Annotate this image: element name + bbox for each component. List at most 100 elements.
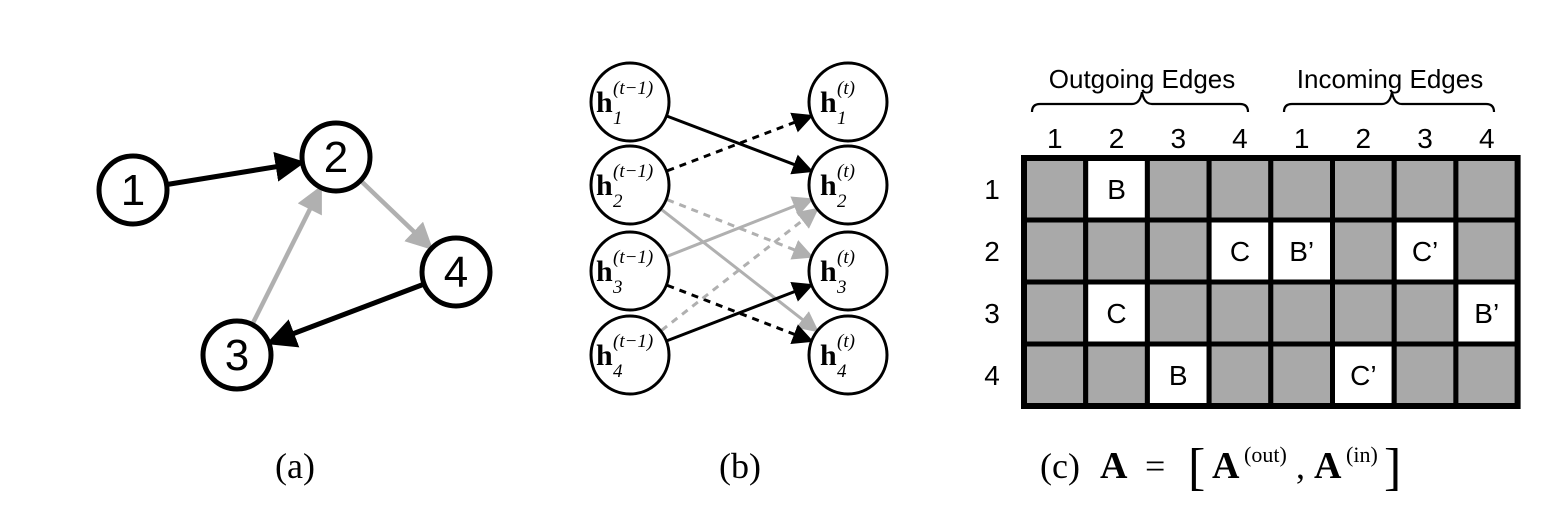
propagation-edge-2-to-4 [660, 208, 819, 333]
outgoing-brace [1030, 91, 1250, 113]
hidden-state-symbol: h [596, 339, 613, 372]
matrix-cell: B’ [1453, 279, 1521, 347]
matrix-cell: C’ [1330, 341, 1397, 409]
graph-edge-1-to-2 [168, 151, 306, 187]
hidden-state-symbol: h [820, 169, 837, 202]
matrix-cell [1453, 217, 1521, 285]
graph-node-3: 3 [200, 318, 274, 392]
matrix-cell [1330, 217, 1397, 285]
row-label: 2 [984, 236, 1000, 267]
panel-c-adjacency-matrix: Outgoing Edges Incoming Edges 1 2 3 4 1 2 3 4 1… [984, 64, 1521, 496]
matrix-cell-value: C’ [1350, 360, 1376, 391]
panel-a-edges [168, 151, 434, 348]
caption-in-superscript: (in) [1346, 442, 1378, 467]
matrix-cell: C’ [1391, 217, 1459, 285]
matrix-cell: C [1083, 279, 1150, 347]
matrix-cell [1021, 217, 1089, 285]
column-label: 3 [1417, 123, 1433, 154]
hidden-state-subscript: 4 [837, 361, 847, 382]
propagation-edge-3-to-2 [666, 196, 814, 258]
column-label: 1 [1047, 123, 1063, 154]
hidden-state-superscript: (t) [837, 78, 855, 99]
matrix-cell-value: C [1230, 236, 1250, 267]
matrix-cell [1083, 341, 1150, 409]
panel-b-caption: (b) [719, 446, 761, 486]
matrix-cell [1268, 155, 1336, 223]
matrix-cell [1330, 279, 1397, 347]
matrix-cell [1268, 279, 1336, 347]
matrix-cell [1083, 217, 1150, 285]
column-label: 1 [1294, 123, 1310, 154]
matrix-border [1021, 155, 1521, 409]
hidden-state-superscript: (t−1) [613, 247, 653, 268]
column-label: 4 [1232, 123, 1248, 154]
matrix-cell: B [1083, 155, 1150, 223]
hidden-state-superscript: (t) [837, 247, 855, 268]
hidden-state-superscript: (t−1) [613, 78, 653, 99]
caption-prefix: (c) [1040, 446, 1080, 486]
matrix-cell [1021, 279, 1089, 347]
panel-b-edges [660, 112, 819, 345]
hidden-state-superscript: (t) [837, 161, 855, 182]
column-label: 2 [1356, 123, 1372, 154]
matrix-cell [1330, 155, 1397, 223]
matrix-cell [1391, 341, 1459, 409]
hidden-state-symbol: h [820, 339, 837, 372]
panel-a-caption: (a) [275, 446, 315, 486]
matrix-cell [1206, 279, 1274, 347]
caption-left-bracket: [ [1188, 439, 1205, 496]
matrix-cell [1453, 155, 1521, 223]
matrix-cell [1021, 155, 1089, 223]
incoming-edges-label: Incoming Edges [1297, 64, 1483, 94]
caption-a-in: A [1314, 445, 1342, 487]
hidden-state-symbol: h [596, 255, 613, 288]
matrix-cell [1391, 155, 1459, 223]
matrix-cell [1206, 341, 1274, 409]
hidden-state-subscript: 1 [613, 108, 623, 129]
caption-out-superscript: (out) [1244, 442, 1287, 467]
row-labels: 1 2 3 4 [984, 174, 1000, 391]
matrix-cell-value: B’ [1289, 236, 1314, 267]
propagation-edge-4-to-3 [666, 281, 814, 343]
caption-equals: = [1145, 446, 1165, 486]
caption-matrix-a: A [1100, 445, 1128, 487]
graph-edge-4-to-3 [265, 282, 424, 348]
matrix-cell-value: C [1106, 298, 1126, 329]
matrix-cell [1206, 155, 1274, 223]
matrix-cell: B [1144, 341, 1212, 409]
hidden-state-symbol: h [596, 86, 613, 119]
matrix-cell: C [1206, 217, 1274, 285]
outgoing-edges-label: Outgoing Edges [1049, 64, 1235, 94]
graph-edge-3-to-2 [251, 185, 322, 324]
column-label: 4 [1479, 123, 1495, 154]
hidden-state-superscript: (t−1) [613, 331, 653, 352]
panel-c-caption: (c) A = [ A (out) , A (in) ] [1040, 439, 1401, 496]
matrix-cell-value: B [1107, 174, 1126, 205]
matrix-cell [1391, 279, 1459, 347]
row-label: 4 [984, 360, 1000, 391]
hidden-state-symbol: h [820, 255, 837, 288]
hidden-state-subscript: 2 [837, 191, 847, 212]
hidden-state-subscript: 3 [612, 277, 623, 298]
row-label: 3 [984, 298, 1000, 329]
caption-comma: , [1296, 446, 1305, 486]
graph-node-4: 4 [419, 235, 493, 309]
matrix-cell [1268, 341, 1336, 409]
graph-node-2: 2 [299, 120, 373, 194]
matrix-cell: B’ [1268, 217, 1336, 285]
matrix-cell [1453, 341, 1521, 409]
row-label: 1 [984, 174, 1000, 205]
hidden-state-subscript: 4 [613, 361, 623, 382]
